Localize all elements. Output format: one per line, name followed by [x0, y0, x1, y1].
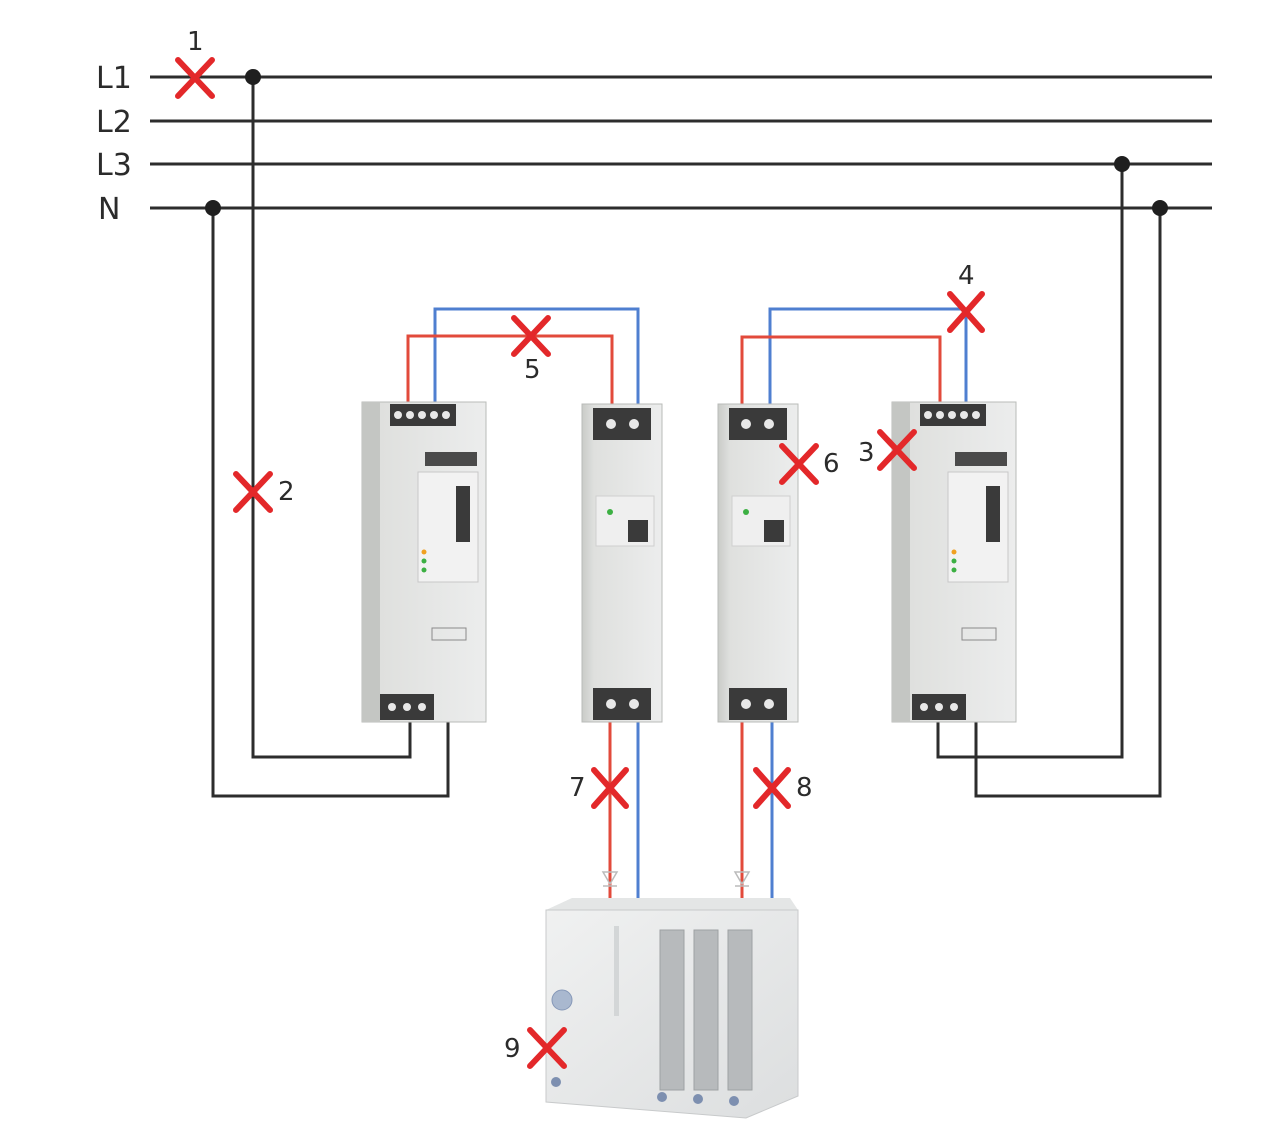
line-labels: L1 L2 L3 N — [96, 61, 132, 227]
fault-marker-9 — [527, 1027, 567, 1069]
right-negative-wire — [768, 307, 968, 410]
psu-right-signal-terminals — [986, 486, 1000, 542]
line-label-l1: L1 — [96, 61, 132, 96]
right-psu-n-feed — [974, 208, 1162, 798]
psu-right-logo — [955, 452, 1007, 466]
fault-number-8: 8 — [796, 773, 813, 803]
psu-left-leds — [421, 549, 427, 573]
line-label-l3: L3 — [96, 148, 132, 183]
fault-marker-5 — [511, 315, 551, 357]
dc-wiring — [406, 307, 968, 902]
fault-number-9: 9 — [504, 1034, 521, 1064]
psu-left-ac-screws — [388, 703, 426, 711]
plc-slots — [659, 929, 753, 1091]
plc-top-face — [546, 898, 798, 910]
fault-numbers: 1 2 3 4 5 6 7 8 9 — [187, 27, 975, 1064]
plc-controller — [545, 898, 799, 1119]
psu-right-badge — [961, 627, 997, 641]
junction-dots — [205, 69, 1168, 216]
power-supply-left — [361, 401, 487, 723]
junction-l1 — [245, 69, 261, 85]
psu-right-side — [892, 402, 910, 722]
plc-led-strip — [614, 926, 619, 1016]
redundancy-module-right — [717, 403, 799, 723]
fault-marker-6 — [779, 443, 819, 485]
line-label-l2: L2 — [96, 105, 132, 140]
fault-marker-3 — [877, 429, 917, 471]
psu-left-top-screws — [394, 411, 450, 419]
rm-left-top-terminal — [593, 408, 651, 440]
line-label-n: N — [98, 192, 120, 227]
diode-symbols — [601, 871, 751, 887]
diode-right — [733, 871, 751, 887]
junction-l3 — [1114, 156, 1130, 172]
junction-n-left — [205, 200, 221, 216]
fault-number-6: 6 — [823, 449, 840, 479]
fault-number-7: 7 — [569, 773, 586, 803]
psu-left-side — [362, 402, 380, 722]
psu-right-ac-screws — [920, 703, 958, 711]
fault-number-2: 2 — [278, 477, 295, 507]
fault-number-4: 4 — [958, 261, 975, 291]
redundancy-module-left — [581, 403, 663, 723]
diode-left — [601, 871, 619, 887]
psu-right-leds — [951, 549, 957, 573]
fault-marker-4 — [947, 291, 985, 333]
rm-right-bottom-terminal — [729, 688, 787, 720]
junction-n-right — [1152, 200, 1168, 216]
fault-marker-1 — [175, 57, 215, 99]
psu-right-top-screws — [924, 411, 980, 419]
right-positive-wire — [740, 335, 942, 410]
fault-number-3: 3 — [858, 438, 875, 468]
fault-marker-7 — [591, 767, 629, 809]
plc-knob — [551, 1077, 561, 1087]
power-supply-right — [891, 401, 1017, 723]
fault-number-1: 1 — [187, 27, 204, 57]
plc-slot-knobs — [657, 1092, 739, 1106]
fault-marker-8 — [753, 767, 791, 809]
left-psu-n-feed — [211, 208, 450, 798]
ac-feed-wiring — [211, 77, 1162, 798]
rm-left-body — [581, 403, 663, 723]
fault-number-5: 5 — [524, 355, 541, 385]
rm-right-top-terminal — [729, 408, 787, 440]
left-psu-l-feed — [251, 77, 412, 759]
left-negative-wire — [433, 307, 640, 410]
left-positive-wire — [406, 334, 614, 410]
rm-left-bottom-terminal — [593, 688, 651, 720]
fault-markers — [175, 57, 985, 1069]
rm-right-body — [717, 403, 799, 723]
plc-dial — [551, 989, 573, 1011]
right-psu-l-feed — [936, 164, 1124, 759]
fault-marker-2 — [233, 471, 273, 513]
mains-lines — [150, 75, 1212, 210]
psu-left-logo — [425, 452, 477, 466]
psu-left-badge — [431, 627, 467, 641]
psu-left-signal-terminals — [456, 486, 470, 542]
